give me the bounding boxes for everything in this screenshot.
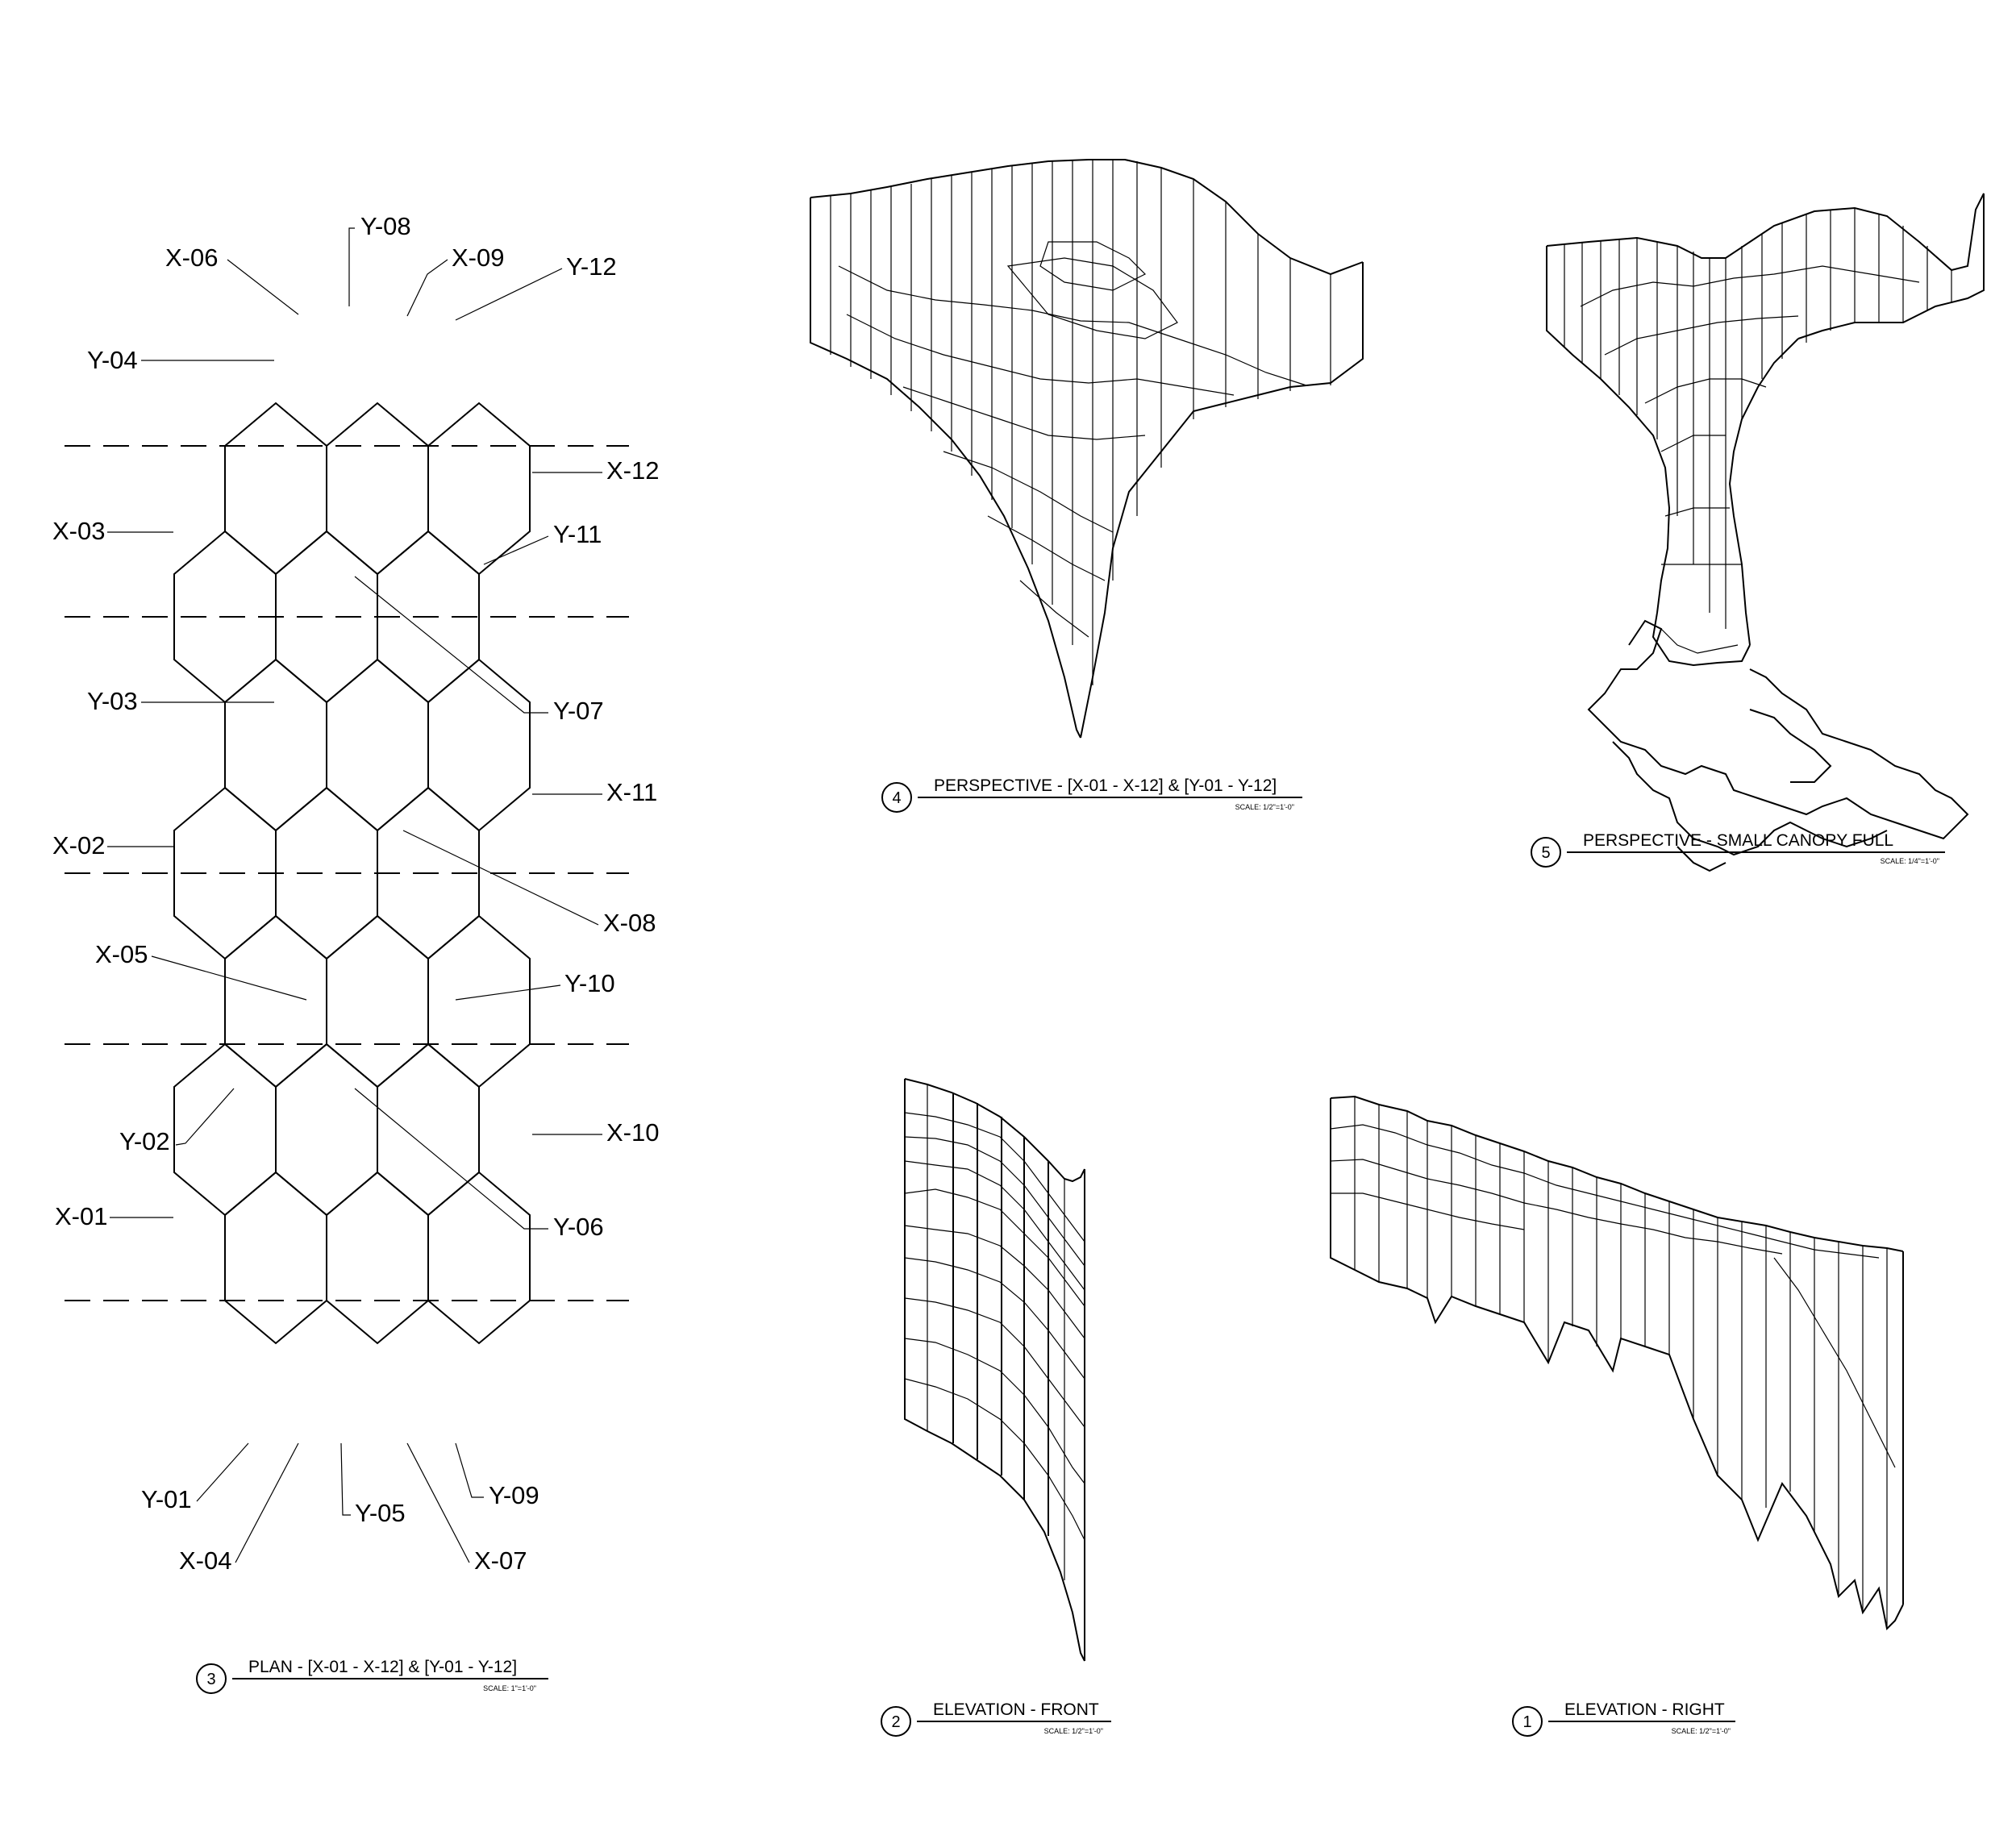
grid-label: Y-11 — [553, 520, 602, 548]
hex-cell — [326, 402, 429, 576]
view-scale: SCALE: 1/2"=1'-0" — [1235, 803, 1294, 811]
hex-cell — [326, 658, 429, 832]
grid-label: Y-06 — [553, 1213, 604, 1241]
hex-cell — [427, 402, 531, 576]
view-number: 2 — [891, 1713, 900, 1731]
grid-label: X-11 — [606, 778, 657, 806]
view-title-perspective-full: 5 PERSPECTIVE - SMALL CANOPY FULL SCALE:… — [1531, 831, 1945, 868]
leader-line — [227, 259, 299, 315]
view-number: 5 — [1541, 844, 1550, 862]
grid-label: Y-02 — [119, 1127, 170, 1155]
leader-line — [196, 1442, 249, 1502]
section-cut-lines — [65, 445, 629, 1301]
hex-cell — [275, 786, 378, 960]
hex-cell — [275, 1043, 378, 1217]
view-number: 4 — [892, 789, 901, 807]
view-number: 3 — [206, 1671, 215, 1688]
grid-label: Y-04 — [87, 346, 138, 374]
grid-label: X-03 — [52, 517, 105, 545]
grid-label: X-04 — [179, 1546, 231, 1575]
view-number: 1 — [1522, 1713, 1531, 1731]
perspective-canopy-view — [810, 159, 1364, 739]
grid-label: Y-05 — [355, 1499, 406, 1527]
leader-line — [348, 227, 355, 306]
view-scale: SCALE: 1/4"=1'-0" — [1881, 857, 1939, 865]
view-title-plan: 3 PLAN - [X-01 - X-12] & [Y-01 - Y-12] S… — [196, 1658, 548, 1694]
view-titles: 3 PLAN - [X-01 - X-12] & [Y-01 - Y-12] S… — [196, 776, 1945, 1737]
grid-label: X-08 — [603, 909, 656, 937]
grid-label: Y-03 — [87, 687, 138, 715]
view-title: ELEVATION - FRONT — [933, 1700, 1099, 1719]
perspective-full-canopy-view — [1546, 193, 1985, 872]
hex-cell — [427, 914, 531, 1088]
hex-cell — [224, 1171, 327, 1345]
hex-cell — [224, 914, 327, 1088]
view-title-elevation-front: 2 ELEVATION - FRONT SCALE: 1/2"=1'-0" — [881, 1700, 1111, 1737]
view-title-elevation-right: 1 ELEVATION - RIGHT SCALE: 1/2"=1'-0" — [1512, 1700, 1735, 1737]
leader-line — [354, 576, 548, 714]
grid-label: Y-12 — [566, 252, 617, 281]
grid-label: Y-08 — [360, 212, 411, 240]
hex-cell — [427, 1171, 531, 1345]
hex-cell — [224, 658, 327, 832]
grid-label: X-09 — [452, 243, 504, 272]
grid-label: X-07 — [474, 1546, 527, 1575]
leader-line — [406, 259, 448, 317]
leader-line — [455, 1442, 484, 1498]
grid-label: X-10 — [606, 1118, 659, 1147]
hex-cell — [224, 402, 327, 576]
elevation-front-view — [904, 1078, 1085, 1662]
view-title: PERSPECTIVE - SMALL CANOPY FULL — [1583, 831, 1893, 850]
hex-cell — [326, 1171, 429, 1345]
leader-line — [406, 1442, 470, 1563]
leader-line — [483, 535, 549, 565]
grid-label: X-01 — [55, 1202, 107, 1230]
grid-label: X-05 — [95, 940, 148, 968]
view-title: ELEVATION - RIGHT — [1564, 1700, 1725, 1719]
grid-label: Y-09 — [489, 1481, 539, 1509]
hex-cell — [275, 530, 378, 704]
leader-line — [455, 268, 563, 321]
grid-label: Y-01 — [141, 1485, 192, 1513]
grid-label: Y-07 — [553, 697, 604, 725]
plan-leader-lines — [107, 227, 602, 1563]
leader-line — [354, 1088, 548, 1230]
grid-label: X-06 — [165, 243, 218, 272]
view-scale: SCALE: 1/2"=1'-0" — [1672, 1727, 1731, 1735]
elevation-right-view — [1330, 1095, 1904, 1631]
leader-line — [340, 1442, 351, 1516]
hex-cell — [427, 658, 531, 832]
grid-label: X-02 — [52, 831, 105, 859]
view-title: PLAN - [X-01 - X-12] & [Y-01 - Y-12] — [248, 1658, 517, 1676]
hex-cell — [173, 1043, 277, 1217]
view-scale: SCALE: 1"=1'-0" — [483, 1684, 536, 1692]
hex-cell — [326, 914, 429, 1088]
leader-line — [455, 984, 561, 1001]
grid-label: Y-10 — [564, 969, 615, 997]
grid-label: X-12 — [606, 456, 659, 485]
plan-view: Y-08X-06 X-09 Y-12Y-04X-12X-03 Y-11Y-07 Y-03… — [52, 212, 659, 1575]
leader-line — [151, 955, 307, 1001]
leader-line — [402, 830, 599, 926]
leader-line — [175, 1088, 235, 1146]
view-title-perspective: 4 PERSPECTIVE - [X-01 - X-12] & [Y-01 - … — [881, 776, 1302, 813]
view-title: PERSPECTIVE - [X-01 - X-12] & [Y-01 - Y-… — [934, 776, 1277, 795]
hex-cell — [377, 1043, 480, 1217]
plan-labels: Y-08X-06 X-09 Y-12Y-04X-12X-03 Y-11Y-07 Y-03… — [52, 212, 659, 1575]
view-scale: SCALE: 1/2"=1'-0" — [1044, 1727, 1103, 1735]
leader-line — [235, 1442, 299, 1563]
